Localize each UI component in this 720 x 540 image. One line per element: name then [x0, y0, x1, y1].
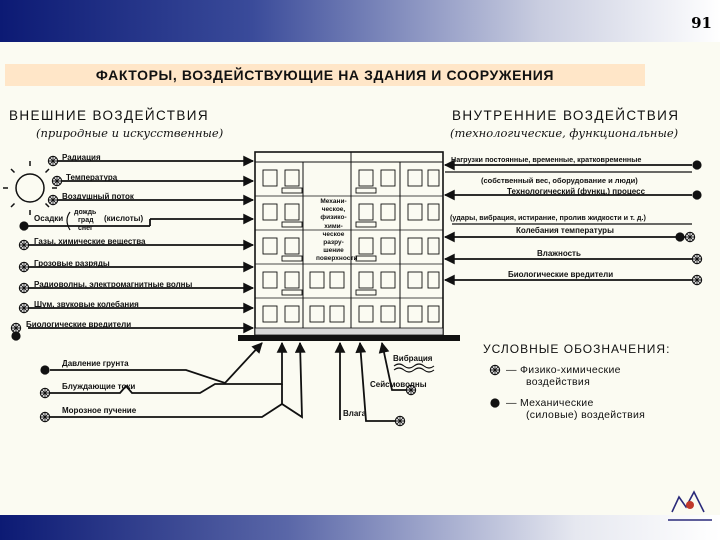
legend-title: УСЛОВНЫЕ ОБОЗНАЧЕНИЯ:	[483, 342, 671, 356]
label-radio-waves: Радиоволны, электромагнитные волны	[34, 280, 193, 289]
label-vibration: Вибрация	[393, 354, 433, 363]
legend-mech-line2: (силовые) воздействия	[526, 409, 646, 421]
page-number: 91	[691, 14, 712, 32]
label-rain: дождь	[74, 209, 97, 216]
ground-line	[238, 335, 460, 341]
external-arrows	[28, 155, 255, 334]
internal-heading: ВНУТРЕННИЕ ВОЗДЕЙСТВИЯ	[452, 108, 680, 123]
label-moisture: Влага	[343, 409, 367, 418]
building-note: Механи- ческое, физико- хими- ческое раз…	[316, 198, 358, 263]
top-banner	[0, 0, 720, 42]
label-hail: град	[78, 217, 94, 224]
label-seismic: Сейсмоволны	[370, 380, 427, 389]
label-frost-heave: Морозное пучение	[62, 406, 137, 415]
legend-chem-line2: воздействия	[526, 376, 591, 388]
label-thunder: Грозовые разряды	[34, 259, 110, 268]
label-noise: Шум, звуковые колебания	[34, 300, 139, 309]
external-subheading: (природные и искусственные)	[36, 126, 224, 140]
label-own-weight: (собственный вес, оборудование и люди)	[481, 176, 638, 185]
label-temp-fluct: Колебания температуры	[516, 226, 614, 235]
internal-subheading: (технологические, функциональные)	[450, 126, 679, 140]
label-temperature: Температура	[66, 173, 118, 182]
ground-arrows	[50, 341, 408, 422]
building-facade	[254, 151, 444, 336]
label-impacts: (удары, вибрация, истирание, пролив жидк…	[450, 213, 646, 222]
label-radiation: Радиация	[62, 153, 101, 162]
label-acids: (кислоты)	[104, 214, 144, 223]
label-stray-currents: Блуждающие токи	[62, 382, 136, 391]
label-ground-pressure: Давление грунта	[62, 359, 129, 368]
label-humidity: Влажность	[537, 249, 581, 258]
label-process: Технологический (функц.) процесс	[507, 187, 646, 196]
sun-icon	[3, 161, 57, 215]
label-snow: снег	[78, 225, 93, 232]
legend-chem-line1: — Физико-химические	[506, 364, 621, 376]
label-bio-external: Биологические вредители	[26, 320, 132, 329]
external-heading: ВНЕШНИЕ ВОЗДЕЙСТВИЯ	[9, 108, 210, 123]
bottom-banner	[0, 515, 720, 540]
label-loads: Нагрузки постоянные, временные, кратковр…	[451, 155, 642, 164]
title-band	[5, 64, 645, 86]
internal-arrows	[443, 159, 692, 286]
legend-mech-line1: — Механические	[506, 397, 594, 409]
diagram-title: ФАКТОРЫ, ВОЗДЕЙСТВУЮЩИЕ НА ЗДАНИЯ И СООР…	[95, 67, 555, 83]
label-gases: Газы, химические вещества	[34, 237, 146, 246]
label-bio-internal: Биологические вредители	[508, 270, 614, 279]
vibration-wave-icon	[393, 363, 435, 373]
label-precipitation: Осадки	[34, 214, 64, 223]
label-air-flow: Воздушный поток	[62, 192, 134, 201]
